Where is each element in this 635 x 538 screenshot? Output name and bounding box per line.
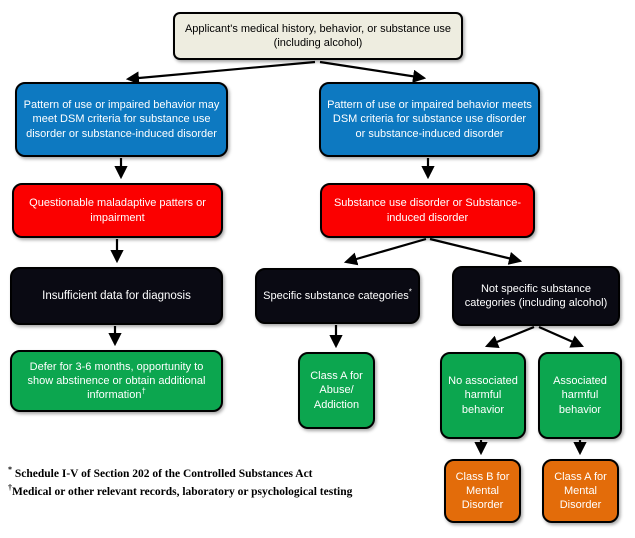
node-label: Insufficient data for diagnosis [42,289,191,302]
node-pattern-meets-dsm: Pattern of use or impaired behavior meet… [319,82,540,157]
node-class-a-mental-disorder: Class A for Mental Disorder [542,459,619,523]
node-label: Associated harmful behavior [553,375,607,416]
footnote-medical-records: †Medical or other relevant records, labo… [8,482,353,498]
node-insufficient-data: Insufficient data for diagnosis [10,267,223,325]
node-pattern-may-meet-dsm: Pattern of use or impaired behavior may … [15,82,228,157]
footnote-marker-dagger: † [141,386,146,396]
node-class-b-mental-disorder: Class B for Mental Disorder [444,459,521,523]
node-label: Class A for Mental Disorder [554,470,607,512]
node-not-specific-substance-categories: Not specific substance categories (inclu… [452,266,620,326]
arrow-sud-to-specific [343,237,427,266]
arrow-sud-to-not-specific [429,237,523,265]
node-label: Defer for 3-6 months, opportunity to sho… [27,360,206,402]
node-label: Questionable maladaptive patters or impa… [29,197,206,224]
dagger-marker: † [8,482,12,492]
node-label: Not specific substance categories (inclu… [464,282,608,309]
node-label: Pattern of use or impaired behavior may … [23,99,220,140]
arrow-root-to-meets [319,60,427,83]
node-label: Class B for Mental Disorder [455,470,510,512]
asterisk-marker: * [8,465,12,474]
footnotes: * Schedule I-V of Section 202 of the Con… [8,464,438,500]
node-substance-use-disorder: Substance use disorder or Substance-indu… [320,183,535,238]
node-label: Substance use disorder or Substance-indu… [333,197,522,224]
node-label: Specific substance categories* [263,287,412,302]
node-specific-substance-categories: Specific substance categories* [255,268,420,324]
node-questionable-maladaptive: Questionable maladaptive patters or impa… [12,183,223,238]
arrow-not-specific-to-harmful [538,325,585,348]
node-applicant-history: Applicant's medical history, behavior, o… [173,12,463,60]
node-defer-3-6-months: Defer for 3-6 months, opportunity to sho… [10,350,223,412]
footnote-marker-asterisk: * [408,287,412,297]
node-label: Pattern of use or impaired behavior meet… [327,99,532,140]
node-no-associated-harmful-behavior: No associated harmful behavior [440,352,526,439]
node-label: Applicant's medical history, behavior, o… [184,22,452,49]
node-associated-harmful-behavior: Associated harmful behavior [538,352,622,439]
node-label: Class A for Abuse/ Addiction [310,370,363,411]
arrow-root-to-may-meet [125,60,316,85]
node-class-a-abuse-addiction: Class A for Abuse/ Addiction [298,352,375,429]
node-label: No associated harmful behavior [448,375,518,416]
footnote-schedule: * Schedule I-V of Section 202 of the Con… [8,465,313,480]
arrow-not-specific-to-no-harmful [484,325,535,348]
